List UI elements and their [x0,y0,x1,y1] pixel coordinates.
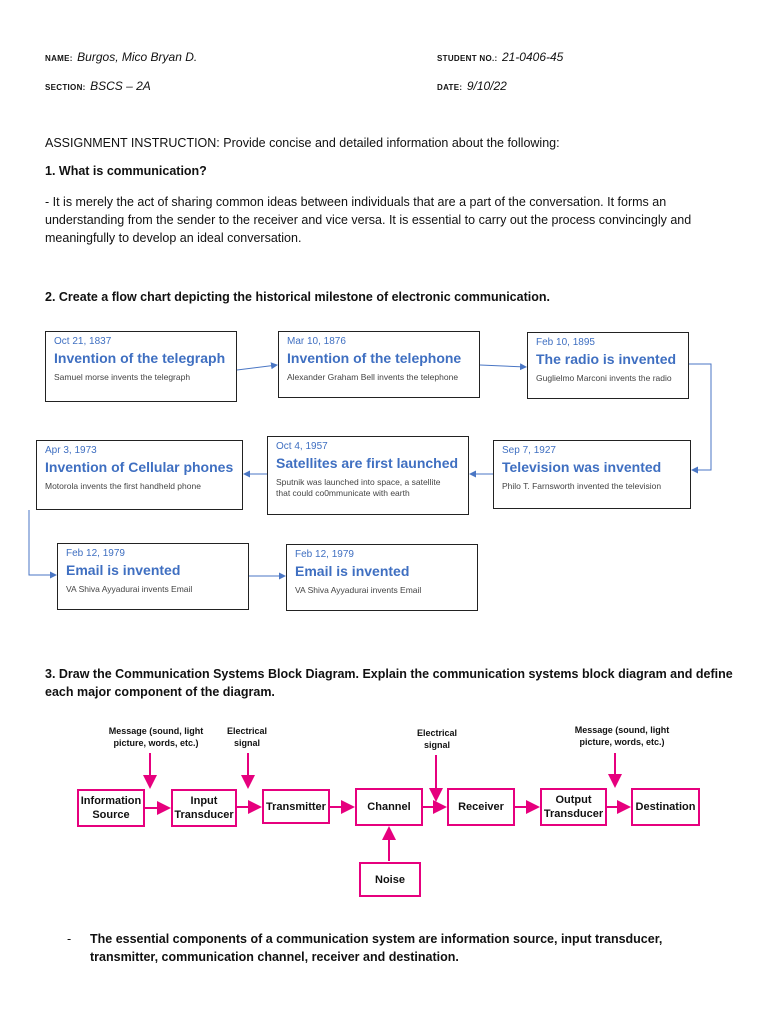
milestone-date: Sep 7, 1927 [502,445,556,456]
milestone-title: Invention of the telephone [287,350,462,366]
noise-block: Noise [359,862,421,897]
milestone-date: Apr 3, 1973 [45,445,97,456]
milestone-box: Feb 12, 1979 Email is invented VA Shiva … [57,543,249,610]
milestone-desc: Samuel morse invents the telegraph [54,372,191,382]
milestone-box: Apr 3, 1973 Invention of Cellular phones… [36,440,243,510]
student-no-row: STUDENT NO.: 21-0406-45 [437,48,563,66]
milestone-box: Oct 4, 1957 Satellites are first launche… [267,436,469,515]
name-row: NAME: Burgos, Mico Bryan D. [45,48,197,66]
section-row: SECTION: BSCS – 2A [45,77,151,95]
milestone-date: Mar 10, 1876 [287,336,346,347]
connector-arrow [689,363,712,474]
message-output-label: Message (sound, light picture, words, et… [574,725,670,747]
q3-title-line: each major component of the diagram. [45,685,275,699]
bullet-dash: - [67,932,72,946]
connector-arrow [236,362,278,371]
name-label: NAME: [45,54,73,63]
section-value: BSCS – 2A [90,79,151,93]
channel-block: Channel [355,788,423,826]
output-transducer-block: Output Transducer [540,788,607,826]
connector-arrow [28,510,57,579]
milestone-desc: VA Shiva Ayyadurai invents Email [295,585,422,595]
milestone-box: Mar 10, 1876 Invention of the telephone … [278,331,480,398]
transmitter-block: Transmitter [262,789,330,824]
q3-title: 3. Draw the Communication Systems Block … [45,665,733,701]
information-source-block: Information Source [77,789,145,827]
milestone-box: Sep 7, 1927 Television was invented Phil… [493,440,691,509]
milestone-desc: Philo T. Farnsworth invented the televis… [502,481,662,491]
milestone-desc: Alexander Graham Bell invents the teleph… [287,372,459,382]
milestone-title: Invention of Cellular phones [45,459,234,475]
student-no-value: 21-0406-45 [501,50,564,64]
milestone-box: Feb 10, 1895 The radio is invented Gugli… [527,332,689,399]
milestone-date: Feb 10, 1895 [536,337,595,348]
milestone-title: Email is invented [295,563,410,579]
electrical-signal-label: Electrical signal [226,726,268,748]
milestone-desc: Sputnik was launched into space, a satel… [276,477,441,498]
q1-answer-line: understanding from the sender to the rec… [45,213,692,227]
milestone-desc: VA Shiva Ayyadurai invents Email [66,584,193,594]
q1-answer: - It is merely the act of sharing common… [45,193,691,247]
q2-title: 2. Create a flow chart depicting the his… [45,290,550,304]
milestone-date: Feb 12, 1979 [295,549,354,560]
date-label: DATE: [437,83,463,92]
date-row: DATE: 9/10/22 [437,77,507,95]
milestone-date: Feb 12, 1979 [66,548,125,559]
milestone-date: Oct 21, 1837 [54,336,112,347]
milestone-desc: Motorola invents the first handheld phon… [45,481,201,491]
milestone-title: Email is invented [66,562,181,578]
milestone-title: Satellites are first launched [276,455,459,471]
name-value: Burgos, Mico Bryan D. [77,50,198,64]
input-transducer-block: Input Transducer [171,789,237,827]
milestone-box: Oct 21, 1837 Invention of the telegraph … [45,331,237,402]
section-label: SECTION: [45,83,86,92]
destination-block: Destination [631,788,700,826]
milestone-title: The radio is invented [536,351,677,367]
receiver-block: Receiver [447,788,515,826]
milestone-title: Invention of the telegraph [54,350,226,366]
q3-title-line: 3. Draw the Communication Systems Block … [45,667,733,681]
milestone-desc: Guglielmo Marconi invents the radio [536,373,672,383]
milestone-date: Oct 4, 1957 [276,441,328,452]
components-summary: The essential components of a communicat… [90,932,663,964]
date-value: 9/10/22 [466,79,507,93]
student-no-label: STUDENT NO.: [437,54,498,63]
q1-answer-line: - It is merely the act of sharing common… [45,195,667,209]
q1-title: 1. What is communication? [45,164,207,178]
milestone-title: Television was invented [502,459,662,475]
electrical-signal-label: Electrical signal [416,728,458,750]
message-input-label: Message (sound, light picture, words, et… [108,726,204,748]
milestone-box: Feb 12, 1979 Email is invented VA Shiva … [286,544,478,611]
q1-answer-line: meaningfully to develop an ideal convers… [45,231,302,245]
assignment-instruction: ASSIGNMENT INSTRUCTION: Provide concise … [45,136,560,150]
connector-arrow [479,363,527,371]
